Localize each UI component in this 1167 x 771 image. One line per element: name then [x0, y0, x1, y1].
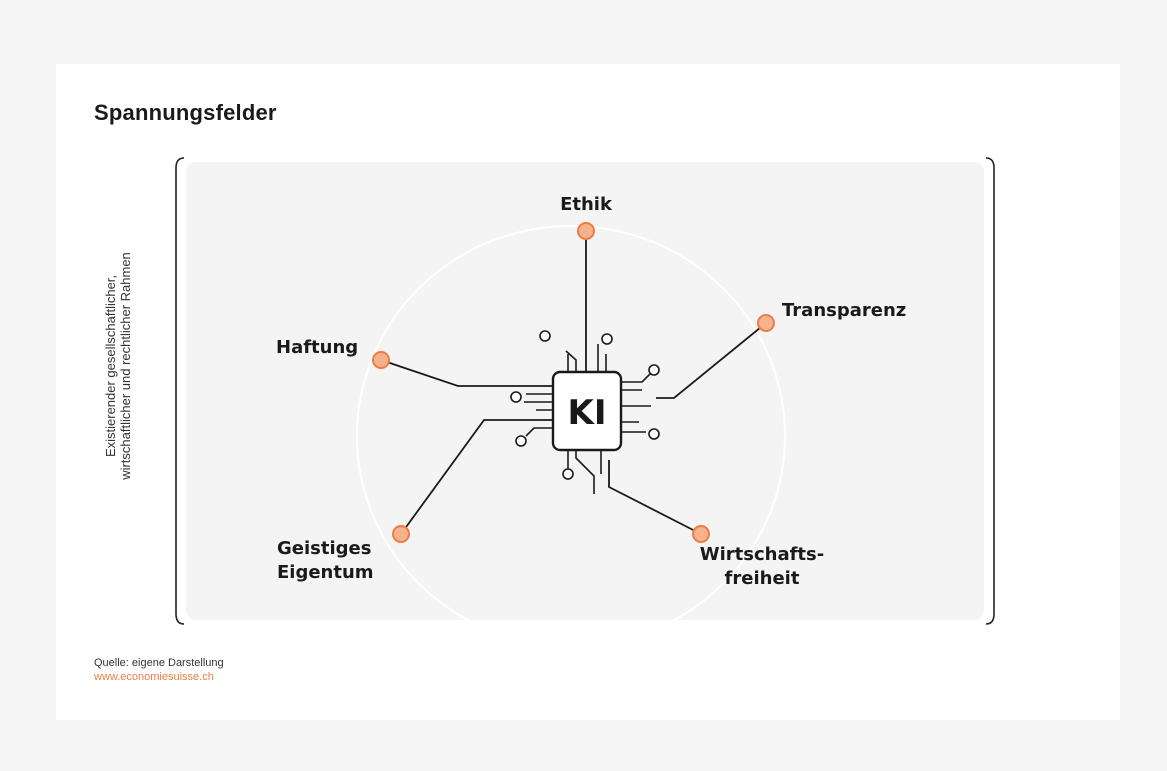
- node-label-wirtschaft-line1: Wirtschafts-: [700, 544, 824, 565]
- connector-geistiges: [400, 419, 553, 535]
- tension-diagram: KI Ethik Transparenz Haftung Geistiges E…: [175, 157, 995, 647]
- node-dot-transparenz: [757, 314, 775, 332]
- connector-lines: [380, 231, 767, 535]
- figure-card: Spannungsfelder: [56, 64, 1120, 720]
- pin-terminal: [539, 330, 551, 342]
- ki-chip-label: KI: [568, 393, 607, 433]
- node-label-haftung: Haftung: [276, 337, 358, 358]
- node-label-geistiges-line2: Eigentum: [277, 562, 374, 583]
- node-dot-haftung: [372, 351, 390, 369]
- source-text: Quelle: eigene Darstellung: [94, 657, 224, 669]
- connector-transparenz: [656, 322, 767, 399]
- context-ellipse: [356, 225, 786, 647]
- pin-terminal: [601, 333, 613, 345]
- left-bracket: [175, 157, 185, 625]
- node-label-wirtschaft-line2: freiheit: [725, 568, 800, 589]
- pin-terminal: [510, 391, 522, 403]
- ki-chip: [551, 370, 623, 452]
- outer-nodes: [372, 222, 775, 543]
- right-bracket: [985, 157, 995, 625]
- pin-terminal: [648, 428, 660, 440]
- source-link[interactable]: www.economiesuisse.ch: [94, 671, 214, 683]
- frame-label-line1: Existierender gesellschaftlicher,: [103, 274, 118, 458]
- source-note: Quelle: eigene Darstellung www.economies…: [94, 656, 224, 684]
- node-label-geistiges-line1: Geistiges: [277, 538, 371, 559]
- connector-wirtschaft: [608, 460, 702, 535]
- node-dot-ethik: [577, 222, 595, 240]
- node-dot-wirtschaft: [692, 525, 710, 543]
- node-label-ethik: Ethik: [560, 194, 613, 215]
- pin-terminals: [510, 330, 660, 480]
- pin-terminal: [648, 364, 660, 376]
- connector-haftung: [380, 359, 553, 387]
- node-dot-geistiges: [392, 525, 410, 543]
- frame-label-line2: wirtschaftlicher und rechtlicher Rahmen: [118, 252, 133, 480]
- pin-terminal: [515, 435, 527, 447]
- figure-title: Spannungsfelder: [94, 100, 277, 125]
- pin-terminal: [562, 468, 574, 480]
- chip-pins: [524, 344, 651, 494]
- node-label-transparenz: Transparenz: [782, 300, 906, 321]
